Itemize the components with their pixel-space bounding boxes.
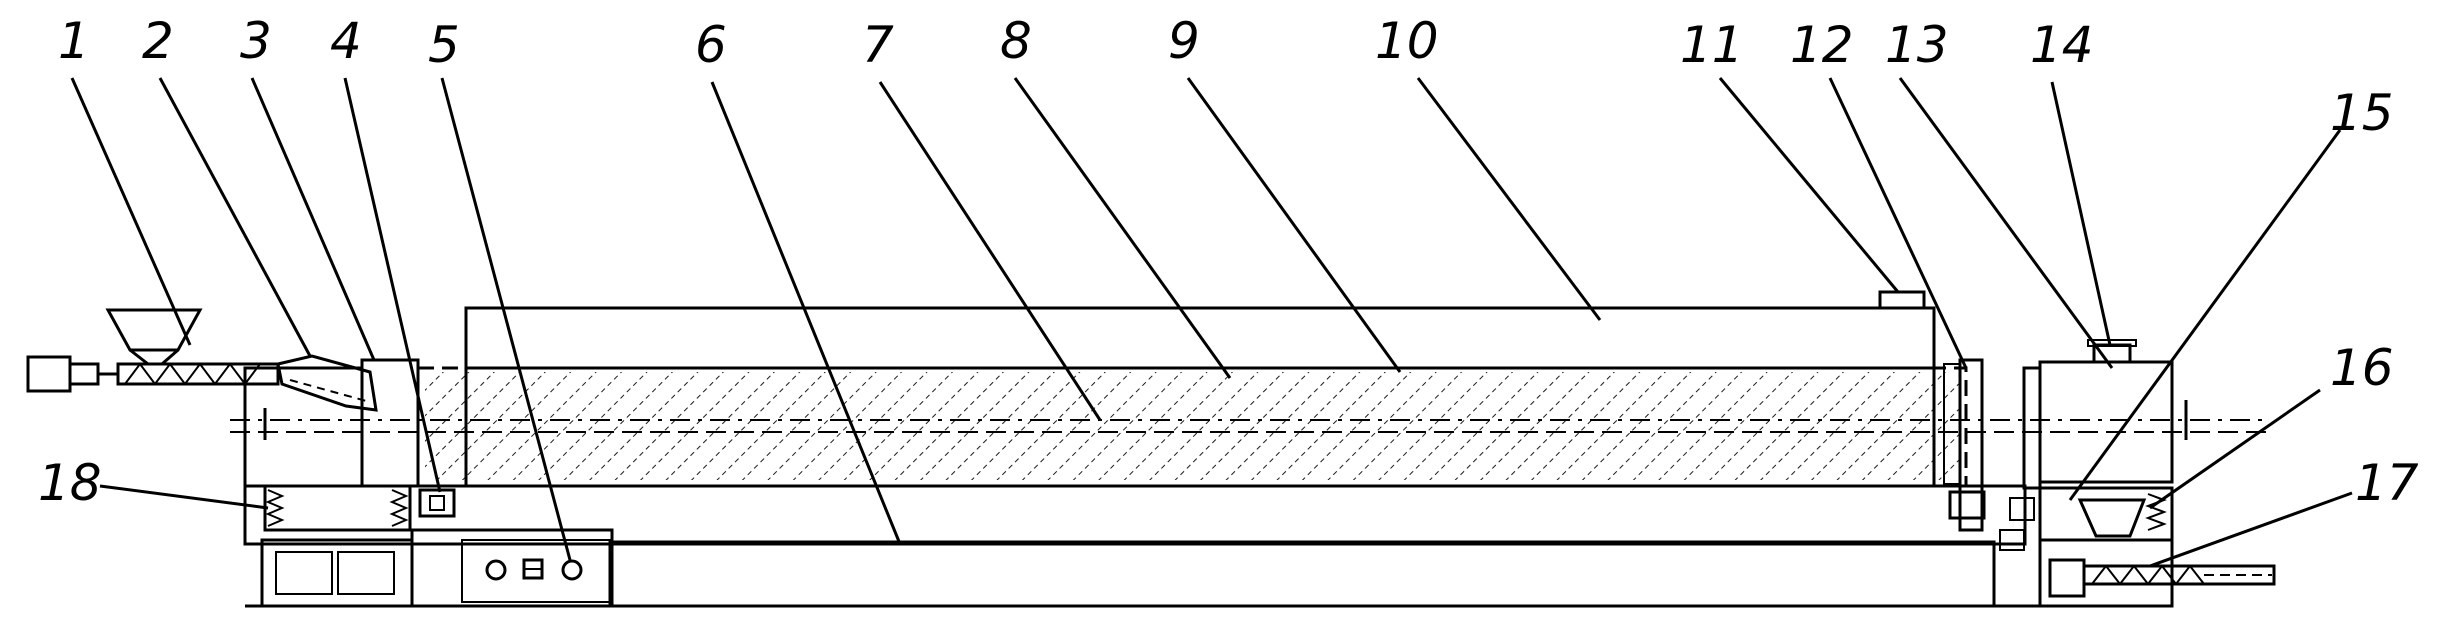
label-9: 9 bbox=[1168, 12, 1200, 70]
control-panel bbox=[410, 528, 614, 608]
leader-lines bbox=[70, 77, 2353, 568]
feed-motor bbox=[26, 355, 72, 393]
label-12: 12 bbox=[1790, 16, 1854, 74]
label-8: 8 bbox=[1000, 12, 1032, 70]
label-10: 10 bbox=[1375, 12, 1439, 70]
control-button-2 bbox=[561, 559, 583, 581]
control-button-1 bbox=[485, 559, 507, 581]
label-11: 11 bbox=[1680, 16, 1744, 74]
label-5: 5 bbox=[428, 16, 460, 74]
label-6: 6 bbox=[695, 16, 727, 74]
screw-flight-band bbox=[425, 372, 1960, 480]
base-frame bbox=[243, 484, 2040, 608]
label-1: 1 bbox=[58, 12, 90, 70]
right-discharge-end bbox=[1878, 290, 2276, 608]
feed-hopper bbox=[105, 308, 203, 352]
left-feed-end bbox=[26, 308, 456, 608]
label-15: 15 bbox=[2330, 84, 2394, 142]
label-3: 3 bbox=[240, 12, 272, 70]
label-16: 16 bbox=[2330, 339, 2394, 397]
label-18: 18 bbox=[38, 454, 102, 512]
label-14: 14 bbox=[2030, 16, 2094, 74]
label-17: 17 bbox=[2355, 454, 2419, 512]
label-13: 13 bbox=[1885, 16, 1949, 74]
label-4: 4 bbox=[330, 12, 362, 70]
part-labels: 1 2 3 4 5 6 7 8 9 10 11 12 13 14 15 16 1… bbox=[38, 12, 2419, 512]
label-7: 7 bbox=[862, 16, 894, 74]
drum-housing bbox=[230, 306, 2270, 488]
discharge-motor bbox=[2048, 558, 2086, 598]
label-2: 2 bbox=[142, 12, 174, 70]
